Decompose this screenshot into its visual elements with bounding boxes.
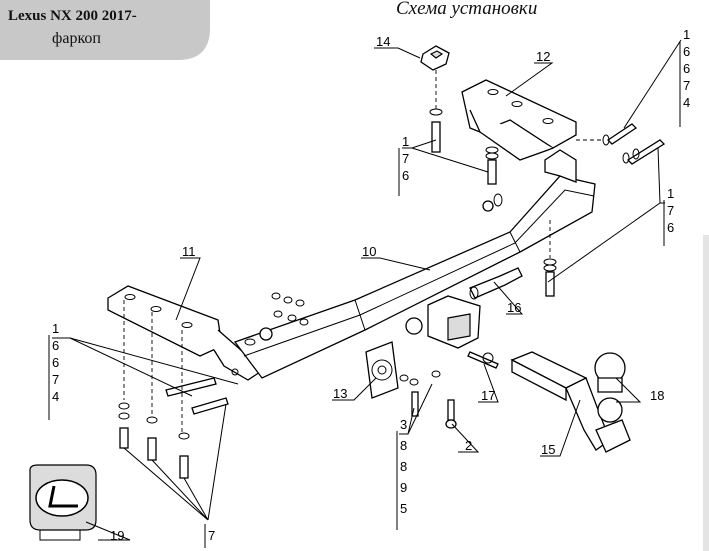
assembly-guides xyxy=(123,70,604,432)
header-tab-shape xyxy=(0,0,210,60)
callout-2: 2 xyxy=(465,438,472,453)
part-10-crossbeam xyxy=(233,149,596,379)
stack-left: 1 6 6 7 4 xyxy=(48,321,59,420)
stack-left-item: 6 xyxy=(52,355,59,370)
stack-mid-right: 1 7 6 xyxy=(663,186,674,246)
stack-bottom-center: 3 8 8 9 5 xyxy=(396,417,407,530)
stack-left-item: 6 xyxy=(52,338,59,353)
callout-13: 13 xyxy=(333,386,347,401)
stack-top-right-item: 6 xyxy=(683,44,690,59)
product-name: фаркоп xyxy=(52,30,101,47)
callout-15: 15 xyxy=(541,442,555,457)
leader-lines xyxy=(52,39,682,541)
lexus-emblem-icon xyxy=(29,464,97,541)
stack-bottom-center-item: 8 xyxy=(400,438,407,453)
stack-mid-left-item: 1 xyxy=(402,134,409,149)
callout-18: 18 xyxy=(650,388,664,403)
callout-16: 16 xyxy=(507,300,521,315)
receiver-box xyxy=(405,295,481,349)
stack-mid-left-item: 6 xyxy=(402,168,409,183)
scheme-title: Схема установки xyxy=(396,0,538,19)
stack-bottom-center-item: 8 xyxy=(400,459,407,474)
stack-top-right: 1 6 6 7 4 xyxy=(679,27,690,127)
part-16-tube xyxy=(469,267,523,300)
stack-mid-right-item: 7 xyxy=(667,203,674,218)
fasteners xyxy=(118,108,666,479)
stack-top-right-item: 4 xyxy=(683,95,690,110)
header-tab: Lexus NX 200 2017- фаркоп xyxy=(0,0,210,60)
part-15-ball-mount xyxy=(510,351,631,453)
callout-12: 12 xyxy=(536,49,550,64)
stack-bottom-center-item: 5 xyxy=(400,501,407,516)
callout-17: 17 xyxy=(481,388,495,403)
callout-10: 10 xyxy=(362,244,376,259)
part-14-plate xyxy=(420,45,450,71)
stack-mid-left: 1 7 6 xyxy=(398,134,409,196)
stack-top-right-item: 7 xyxy=(683,78,690,93)
callout-labels: 14 12 11 10 16 13 17 2 18 15 19 xyxy=(110,34,664,543)
part-17-pin xyxy=(467,351,499,369)
callout-19: 19 xyxy=(110,528,124,543)
stack-mid-left-item: 7 xyxy=(402,151,409,166)
stack-left-item: 4 xyxy=(52,389,59,404)
stack-bottom-center-item: 9 xyxy=(400,480,407,495)
stack-mid-right-item: 1 xyxy=(667,186,674,201)
part-18-tow-ball xyxy=(594,352,626,393)
stack-left-item: 1 xyxy=(52,321,59,336)
part-11-left-bracket xyxy=(107,285,261,381)
stack-bottom-left: 7 xyxy=(204,524,215,548)
stack-mid-right-item: 6 xyxy=(667,220,674,235)
part-12-right-bracket xyxy=(461,79,577,161)
stack-left-item: 7 xyxy=(52,372,59,387)
callout-11: 11 xyxy=(182,244,196,259)
stack-top-right-item: 6 xyxy=(683,61,690,76)
stack-bottom-left-item: 7 xyxy=(208,528,215,543)
part-13-socket-plate xyxy=(365,341,399,399)
vehicle-title: Lexus NX 200 2017- xyxy=(8,8,137,24)
callout-14: 14 xyxy=(376,34,390,49)
stack-bottom-center-item: 3 xyxy=(400,417,407,432)
edge-shadow xyxy=(703,235,709,551)
stack-top-right-item: 1 xyxy=(683,27,690,42)
